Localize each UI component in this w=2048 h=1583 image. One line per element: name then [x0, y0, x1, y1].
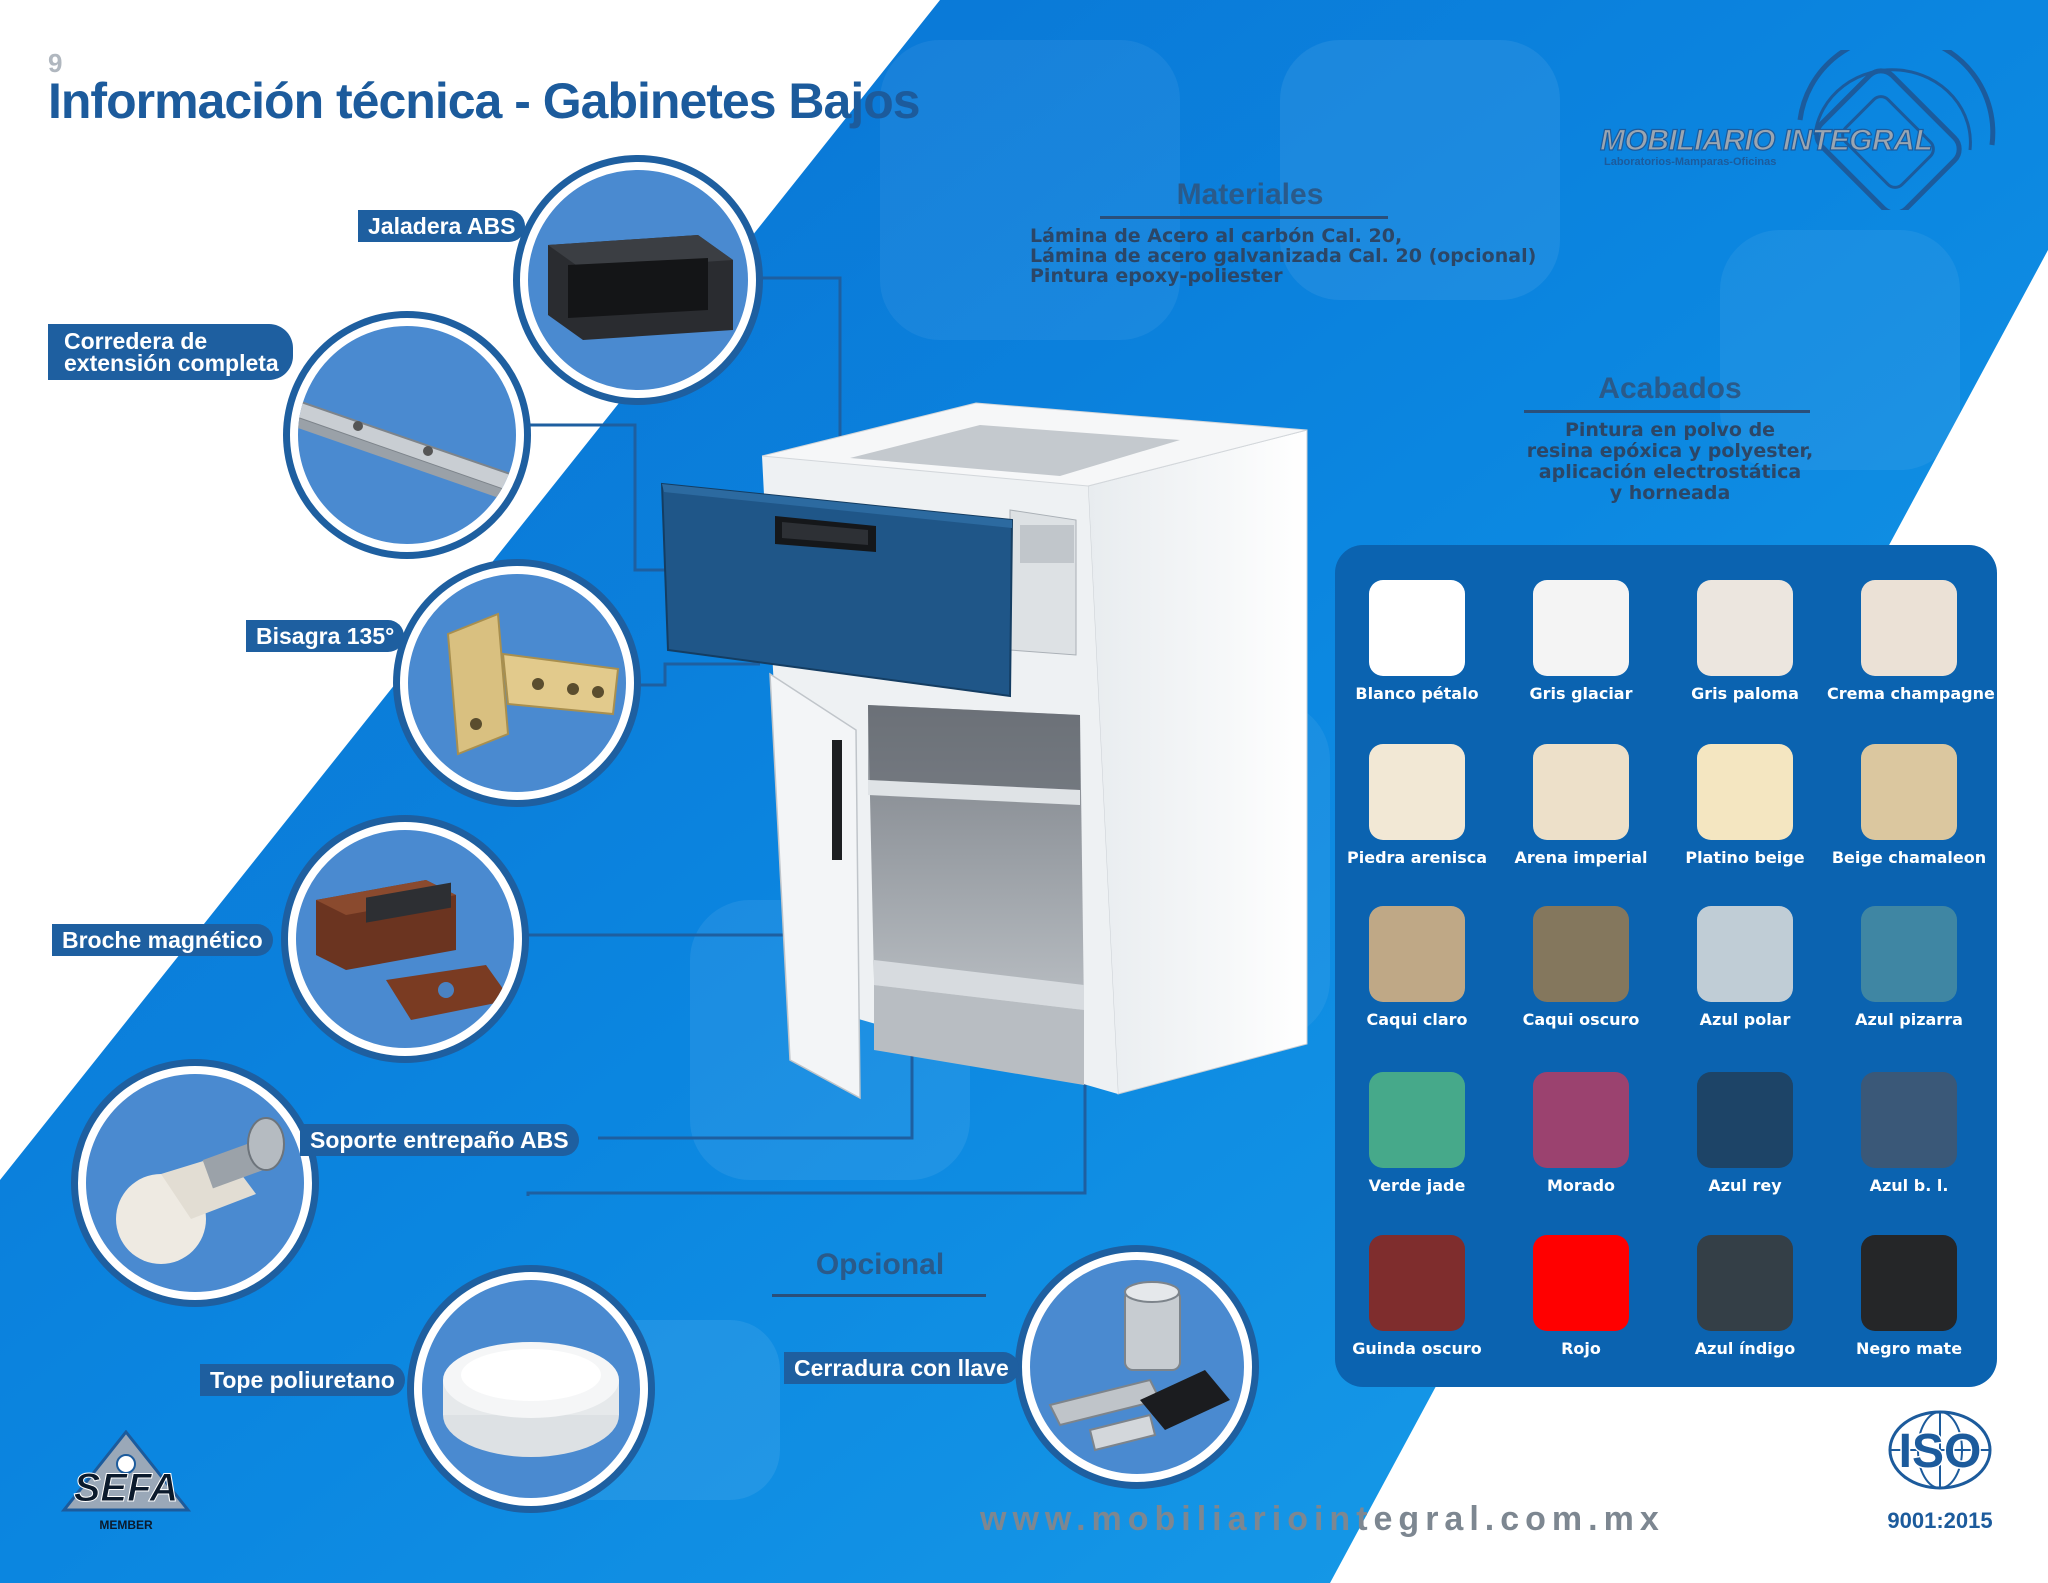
- color-swatch[interactable]: [1861, 1235, 1957, 1331]
- color-swatch[interactable]: [1533, 580, 1629, 676]
- color-swatch[interactable]: [1861, 580, 1957, 676]
- website-url[interactable]: www.mobiliariointegral.com.mx: [980, 1500, 1665, 1538]
- color-swatch[interactable]: [1861, 1072, 1957, 1168]
- color-palette: Blanco pétalo Gris glaciar Gris paloma Crem…: [1335, 545, 1997, 1387]
- color-swatch-label: Blanco pétalo: [1355, 684, 1479, 703]
- optional-label-lock: Cerradura con llave: [784, 1352, 1019, 1384]
- color-swatch-label: Platino beige: [1685, 848, 1805, 867]
- materials-rule: [1100, 216, 1388, 219]
- color-swatch[interactable]: [1697, 906, 1793, 1002]
- color-swatch-label: Crema champagne: [1827, 684, 1995, 703]
- sefa-name: SEFA: [73, 1466, 179, 1511]
- color-swatch-label: Azul polar: [1699, 1010, 1791, 1029]
- shelf-support-icon: [116, 1117, 285, 1264]
- color-swatch-label: Morado: [1546, 1176, 1616, 1195]
- finishes-heading: Acabados: [1598, 372, 1742, 405]
- color-swatch-label: Azul índigo: [1694, 1339, 1796, 1358]
- feature-circle-magnet: [288, 822, 522, 1056]
- color-swatch[interactable]: [1533, 906, 1629, 1002]
- color-swatch[interactable]: [1369, 906, 1465, 1002]
- feature-circle-hinge: [400, 566, 634, 800]
- color-swatch[interactable]: [1697, 744, 1793, 840]
- globe-icon: [1888, 1410, 1992, 1490]
- page-number: 9: [48, 48, 63, 78]
- magnetic-catch-icon: [316, 880, 511, 1020]
- feature-label-shelf-support: Soporte entrepaño ABS: [300, 1124, 579, 1156]
- lock-key-icon: [1048, 1281, 1230, 1452]
- brand-logo: MOBILIARIO INTEGRAL Laboratorios-Mampara…: [1599, 50, 2000, 210]
- materials-heading: Materiales: [1176, 178, 1324, 211]
- color-swatch[interactable]: [1369, 744, 1465, 840]
- materials-text: Lámina de Acero al carbón Cal. 20, Lámin…: [1030, 226, 1536, 286]
- color-swatch[interactable]: [1369, 1235, 1465, 1331]
- optional-heading: Opcional: [815, 1248, 945, 1281]
- color-swatch-label: Caqui oscuro: [1522, 1010, 1640, 1029]
- feature-circle-drawer-pull: [520, 162, 756, 398]
- sefa-logo: SEFA MEMBER: [56, 1429, 196, 1540]
- color-swatch[interactable]: [1697, 580, 1793, 676]
- brand-name: MOBILIARIO INTEGRAL: [1599, 123, 1933, 157]
- color-swatch-label: Beige chamaleon: [1831, 848, 1987, 867]
- iso-logo: ISO: [1880, 1410, 2000, 1490]
- feature-label-magnet: Broche magnético: [52, 924, 273, 956]
- color-swatch[interactable]: [1861, 906, 1957, 1002]
- materials-line: Lámina de Acero al carbón Cal. 20,: [1030, 225, 1403, 247]
- drawer-pull-icon: [548, 235, 733, 340]
- feature-label-slide: Corredera de extensión completa: [48, 324, 293, 380]
- finishes-line: resina epóxica y polyester,: [1526, 440, 1814, 462]
- color-swatch-label: Negro mate: [1855, 1339, 1963, 1358]
- iso-text: ISO: [1897, 1424, 1983, 1480]
- finishes-line: aplicación electrostática: [1538, 461, 1802, 483]
- color-swatch-label: Gris paloma: [1691, 684, 1799, 703]
- color-swatch[interactable]: [1369, 580, 1465, 676]
- color-swatch-label: Rojo: [1561, 1339, 1601, 1358]
- color-swatch[interactable]: [1697, 1235, 1793, 1331]
- bumper-icon: [443, 1342, 619, 1457]
- drawer-slide-icon: [298, 399, 516, 504]
- color-swatch[interactable]: [1533, 1072, 1629, 1168]
- color-swatch[interactable]: [1861, 744, 1957, 840]
- feature-circle-bumper: [414, 1272, 648, 1506]
- cabinet-illustration: [660, 402, 1308, 1100]
- iso-number: 9001:2015: [1887, 1508, 1993, 1533]
- color-swatch-label: Caqui claro: [1366, 1010, 1468, 1029]
- brand-tagline: Laboratorios-Mamparas-Oficinas: [1604, 156, 1777, 168]
- optional-circle-lock: [1022, 1252, 1252, 1482]
- page-title: Información técnica - Gabinetes Bajos: [48, 73, 921, 129]
- color-swatch-label: Arena imperial: [1514, 848, 1648, 867]
- feature-label-hinge: Bisagra 135°: [246, 620, 405, 652]
- finishes-line: Pintura en polvo de: [1564, 419, 1776, 441]
- color-swatch[interactable]: [1369, 1072, 1465, 1168]
- color-swatch[interactable]: [1533, 744, 1629, 840]
- color-swatch-label: Gris glaciar: [1529, 684, 1633, 703]
- color-swatch[interactable]: [1697, 1072, 1793, 1168]
- color-swatch-label: Azul pizarra: [1855, 1010, 1963, 1029]
- feature-circle-shelf-support: [78, 1066, 312, 1300]
- optional-rule: [772, 1294, 986, 1297]
- finishes-line: y horneada: [1609, 482, 1731, 504]
- finishes-text: Pintura en polvo de resina epóxica y pol…: [1500, 420, 1840, 504]
- materials-line: Pintura epoxy-poliester: [1030, 265, 1283, 287]
- color-swatch-label: Piedra arenisca: [1347, 848, 1487, 867]
- color-swatch-label: Azul rey: [1708, 1176, 1782, 1195]
- color-swatch-label: Azul b. l.: [1869, 1176, 1949, 1195]
- logo-swoosh-icon: [1797, 50, 1996, 210]
- sefa-member: MEMBER: [99, 1518, 153, 1532]
- sefa-triangle-icon: [60, 1429, 192, 1512]
- materials-line: Lámina de acero galvanizada Cal. 20 (opc…: [1030, 245, 1537, 267]
- color-swatch[interactable]: [1533, 1235, 1629, 1331]
- color-swatch-label: Guinda oscuro: [1352, 1339, 1482, 1358]
- feature-label-bumper: Tope poliuretano: [200, 1364, 405, 1396]
- feature-circle-slide: [290, 318, 524, 552]
- hinge-icon: [446, 612, 620, 756]
- finishes-rule: [1524, 410, 1810, 413]
- color-swatch-label: Verde jade: [1368, 1176, 1466, 1195]
- feature-label-drawer-pull: Jaladera ABS: [358, 210, 526, 242]
